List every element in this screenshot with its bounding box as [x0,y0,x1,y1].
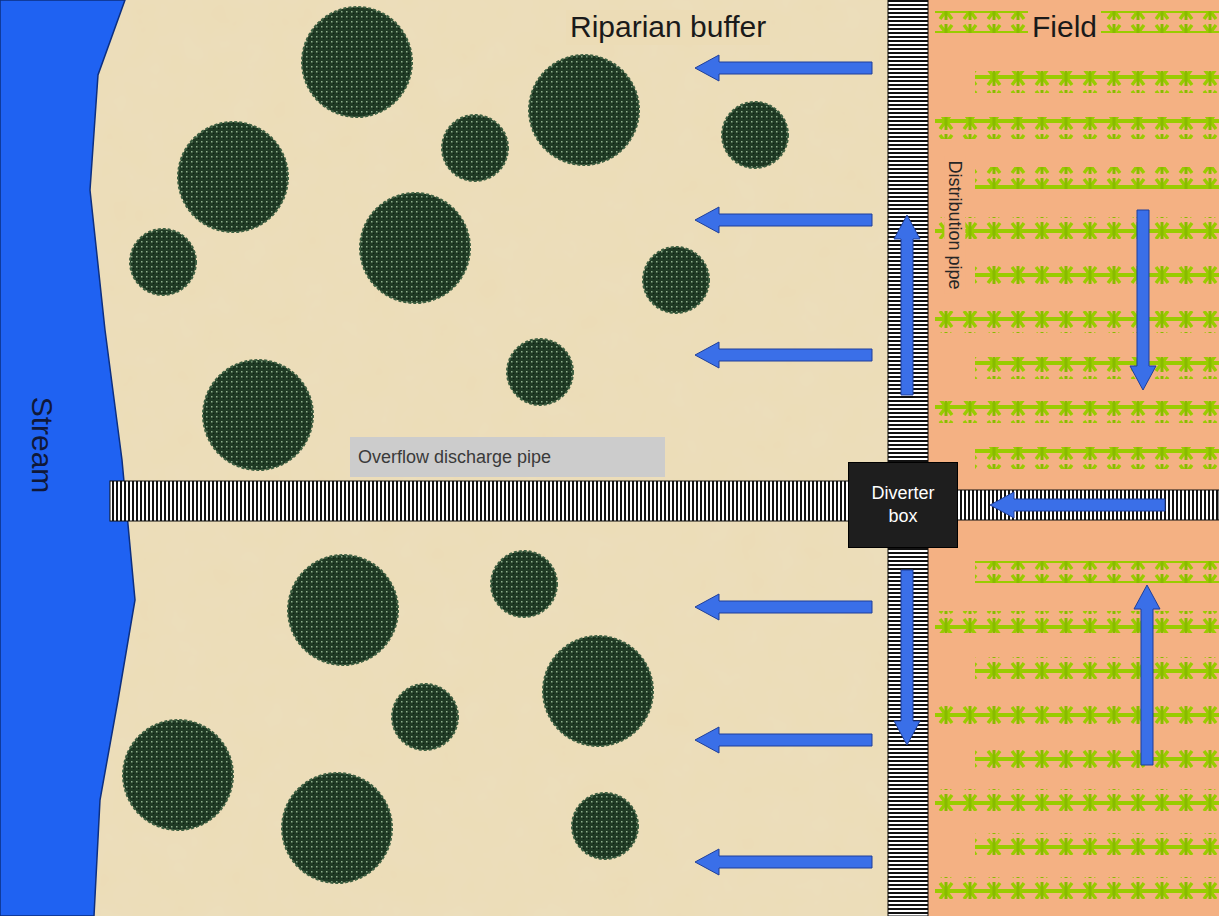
crop-row [935,611,1219,633]
overflow-pipe [110,481,850,521]
flow-arrow [894,215,920,395]
box-text: Diverter box [856,482,950,529]
region-label: Riparian buffer [566,10,770,45]
crop-row [975,561,1219,583]
shrub [392,684,458,750]
inlet-pipe [956,490,1219,520]
flow-arrow [695,727,872,753]
crop-row [975,657,1219,679]
flow-arrow [1130,210,1156,390]
crop-row [975,833,1219,855]
shrub [178,122,288,232]
shrub [282,773,392,883]
flow-arrow [695,342,872,368]
flow-arrow [695,594,872,620]
shrub [130,229,196,295]
crop-row [935,877,1219,899]
shrub [302,7,412,117]
crop-row [975,357,1219,379]
shrub [722,102,788,168]
flow-arrow [695,207,872,233]
flow-arrow [990,492,1165,518]
crop-row [975,71,1219,93]
pipe-label-box: Overflow discharge pipe [350,437,665,477]
shrub [529,55,639,165]
shrub [543,636,653,746]
shrub [507,339,573,405]
crop-rows [935,11,1219,899]
crop-row [935,311,1219,333]
crop-row [935,117,1219,139]
region-label: Field [1028,10,1101,45]
pipe-label: Distribution pipe [945,156,966,293]
crop-row [935,401,1219,423]
crop-row [935,217,1219,239]
flow-arrow [894,570,920,745]
flow-arrow [1134,585,1160,765]
flow-arrow [695,849,872,875]
distribution-pipe [888,0,928,916]
shrub [360,193,470,303]
shrubs [123,7,788,883]
shrub [643,247,709,313]
crop-row [975,747,1219,769]
shrub [123,720,233,830]
crop-row [975,447,1219,469]
flow-arrows [695,55,1165,875]
diverter-box: Diverter box [848,462,958,548]
shrub [203,360,313,470]
crop-row [935,703,1219,725]
shrub [442,115,508,181]
crop-row [935,789,1219,811]
stream-water [0,0,135,916]
shrub [491,551,557,617]
crop-row [975,167,1219,189]
stream-label: Stream [25,393,60,498]
crop-row [975,265,1219,287]
flow-arrow [695,55,872,81]
shrub [572,793,638,859]
shrub [288,555,398,665]
